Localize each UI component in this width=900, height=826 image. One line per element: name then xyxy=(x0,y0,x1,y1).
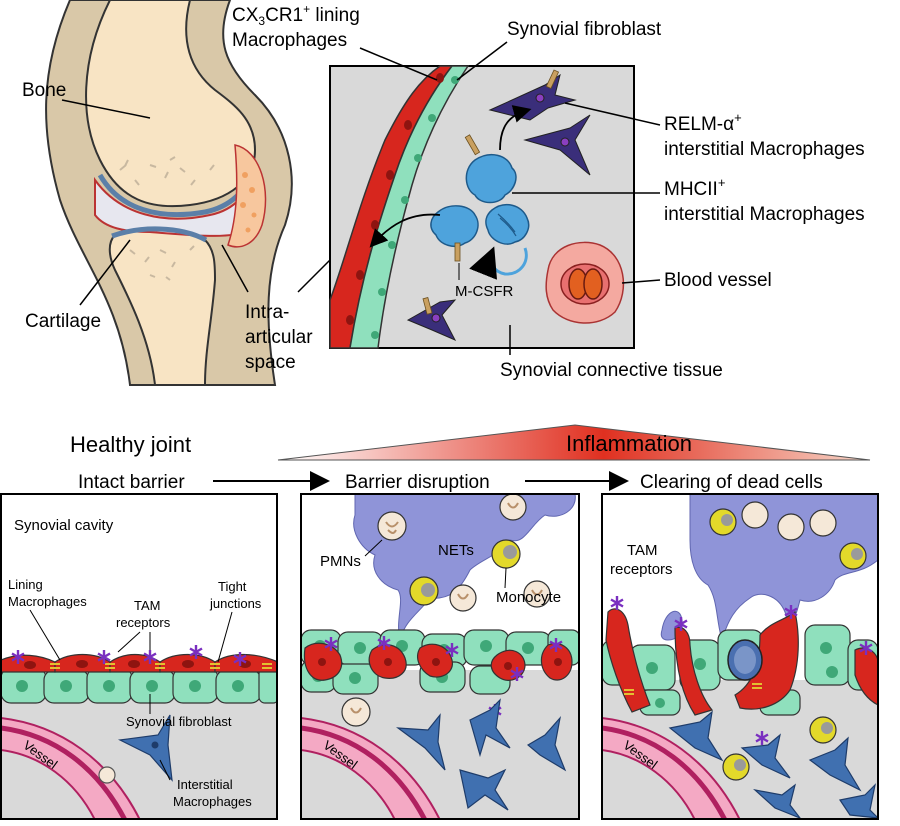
label-cartilage: Cartilage xyxy=(25,311,101,332)
p1-leader-lining xyxy=(29,609,61,661)
p1-label-tam-1: TAM xyxy=(134,598,160,613)
leader-cartilage xyxy=(79,239,131,306)
label-connective-tissue: Synovial connective tissue xyxy=(500,360,723,381)
p3-phagocytosed-cell xyxy=(727,639,763,681)
p1-label-interstitial-2: Macrophages xyxy=(173,794,252,809)
p2-interstitial-macrophages xyxy=(396,698,567,811)
label-cx3cr1-line2: Macrophages xyxy=(232,30,347,51)
p2-label-nets: NETs xyxy=(438,542,474,559)
p1-label-interstitial-1: Interstitial xyxy=(177,777,233,792)
leader-fibroblast-top xyxy=(456,41,508,81)
p1-leader-interstitial xyxy=(159,759,171,781)
p2-monocytes xyxy=(409,539,521,606)
p1-label-fibroblast: Synovial fibroblast xyxy=(126,714,232,729)
label-mhcii-line2: interstitial Macrophages xyxy=(664,204,865,225)
label-stage-2: Barrier disruption xyxy=(345,472,490,493)
panel-barrier-disruption xyxy=(301,494,579,819)
p2-pmn-nuclei xyxy=(350,502,543,714)
label-stage-1: Intact barrier xyxy=(78,472,185,493)
p3-lining-macrophages xyxy=(605,608,878,716)
inset-blood-vessel xyxy=(545,241,625,324)
leader-intra-right xyxy=(297,254,336,293)
p2-leader-pmns xyxy=(364,539,383,557)
label-intra-2: articular xyxy=(245,327,313,348)
panel-clearing-dead-cells xyxy=(602,494,878,819)
label-synovial-fibroblast-top: Synovial fibroblast xyxy=(507,19,662,40)
p2-vessel xyxy=(301,716,441,819)
label-relm-line2: interstitial Macrophages xyxy=(664,139,865,160)
inset-fibroblast-nuclei xyxy=(371,76,459,339)
mhcii-nucleus-swirl xyxy=(497,213,517,237)
p3-frame xyxy=(601,493,879,820)
label-mhcii: MHCII+ xyxy=(664,175,725,200)
inflammation-wedge xyxy=(277,424,871,461)
p1-vessel xyxy=(1,716,141,819)
leader-intra xyxy=(221,244,249,293)
p2-frame xyxy=(300,493,580,820)
inset-panel xyxy=(329,65,635,349)
p1-leader-tam-a xyxy=(117,631,141,653)
label-intra-3: space xyxy=(245,352,296,373)
p1-label-lining-2: Macrophages xyxy=(8,594,87,609)
p1-fibroblasts xyxy=(1,667,277,704)
mcsfr-receptors xyxy=(422,69,560,315)
p1-label-synovial-cavity: Synovial cavity xyxy=(14,517,114,534)
label-healthy-joint: Healthy joint xyxy=(70,432,191,457)
p1-frame xyxy=(0,493,278,820)
label-inflammation: Inflammation xyxy=(566,431,692,456)
p1-interstitial-nucleus xyxy=(151,741,159,749)
fat-pad-dots xyxy=(240,172,257,233)
label-stage-3: Clearing of dead cells xyxy=(640,472,823,493)
p1-label-tam-2: receptors xyxy=(116,615,171,630)
p1-leader-tight xyxy=(217,611,233,663)
p1-vessel-cell xyxy=(98,766,116,784)
label-intra-1: Intra- xyxy=(245,302,289,323)
p3-label-tam-2: receptors xyxy=(610,561,673,578)
p3-interstitial-macrophages xyxy=(668,710,878,819)
label-cx3cr1: CX3CR1+ lining xyxy=(232,2,360,28)
p2-label-pmns: PMNs xyxy=(320,553,361,570)
p3-monocytes xyxy=(709,508,867,781)
proliferation-arrow xyxy=(469,246,528,280)
p1-interstitial-macrophage xyxy=(117,714,173,782)
leader-cx3cr1 xyxy=(359,47,438,81)
trabecular-marks xyxy=(119,156,215,281)
p3-label-tam-1: TAM xyxy=(627,542,658,559)
p1-tight-junctions xyxy=(50,663,272,669)
arrow-to-lining xyxy=(369,213,441,248)
relm-macrophages xyxy=(406,73,591,342)
p3-vessel xyxy=(602,716,741,819)
panel-intact-barrier xyxy=(1,494,277,819)
p3-vessel-wall xyxy=(602,725,728,819)
upper-bone xyxy=(85,0,257,208)
p2-lining-nuclei xyxy=(318,658,562,670)
p2-label-monocyte: Monocyte xyxy=(496,589,561,606)
synovial-fat-pad xyxy=(227,144,267,248)
p2-leader-monocyte xyxy=(504,567,507,589)
mhcii-macrophages xyxy=(430,153,530,247)
leader-bone xyxy=(61,99,151,119)
leader-blood-vessel xyxy=(621,279,661,284)
joint-illustration xyxy=(45,0,293,386)
leader-relm xyxy=(564,102,661,126)
p1-vessel-wall xyxy=(1,725,128,819)
p1-lining-nuclei xyxy=(24,660,251,669)
p1-label-tight-1: Tight xyxy=(218,579,247,594)
label-blood-vessel: Blood vessel xyxy=(664,270,772,291)
label-bone: Bone xyxy=(22,80,66,101)
label-mcsfr: M-CSFR xyxy=(455,283,513,300)
lower-cartilage xyxy=(111,226,208,243)
p1-fibroblast-nuclei xyxy=(16,680,244,692)
p2-vessel-wall xyxy=(301,725,428,819)
p1-label-lining-1: Lining xyxy=(8,577,43,592)
arrow-to-relm xyxy=(499,105,532,151)
p3-tight-junctions xyxy=(624,683,762,695)
p1-label-tight-2: junctions xyxy=(209,596,262,611)
label-relm: RELM-α+ xyxy=(664,110,742,135)
inset-lining-nuclei xyxy=(346,73,444,325)
